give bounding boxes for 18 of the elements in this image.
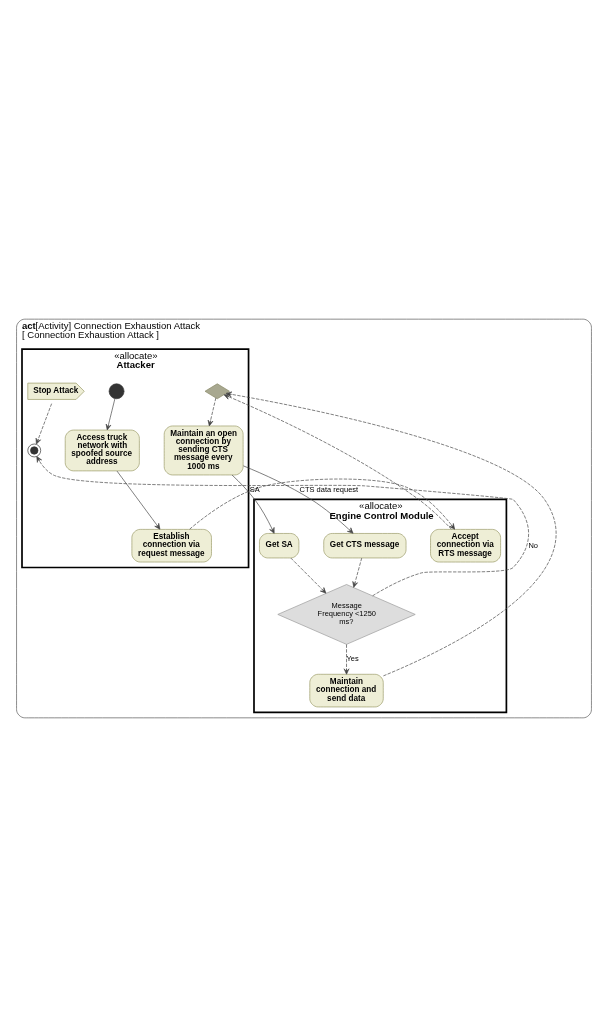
edge-label: SA — [249, 484, 260, 494]
arrow — [242, 465, 354, 534]
edge-label: CTS data request — [299, 484, 359, 494]
arrow — [189, 478, 455, 530]
edge-label: Yes — [346, 653, 359, 663]
arrow — [231, 474, 275, 534]
arrow — [105, 397, 116, 430]
arrow — [36, 455, 529, 596]
arrow — [343, 643, 350, 675]
arrow — [290, 557, 327, 593]
node-circle — [108, 382, 125, 399]
arrow — [223, 393, 452, 530]
arrow — [35, 402, 52, 444]
edge-label: No — [528, 540, 539, 550]
arrow — [116, 470, 161, 530]
arrow — [225, 391, 557, 676]
arrow — [352, 557, 363, 588]
arrow — [207, 397, 217, 426]
